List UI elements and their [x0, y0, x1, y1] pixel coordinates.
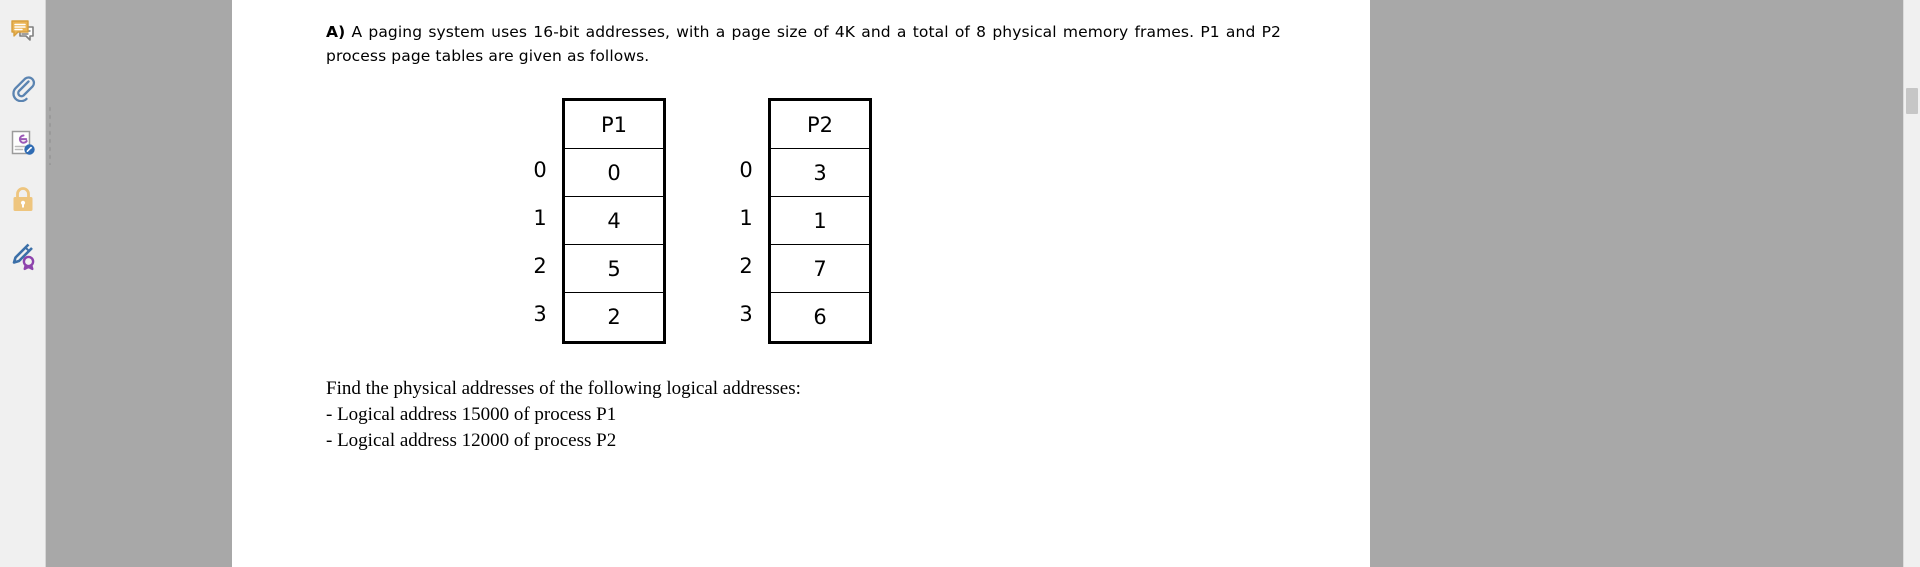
lock-icon[interactable] — [3, 180, 43, 220]
panel-resize-handle[interactable] — [46, 105, 54, 165]
page-tables: 0 1 2 3 P1 0 4 5 2 — [232, 98, 1370, 354]
page-index: 2 — [739, 254, 753, 278]
page-table-group-p1: 0 1 2 3 P1 0 4 5 2 — [518, 98, 666, 344]
page-index: 3 — [739, 302, 753, 326]
frame-cell: 1 — [771, 197, 869, 245]
question-label: A) — [326, 23, 346, 41]
vertical-scrollbar[interactable] — [1903, 0, 1920, 567]
document-page: A) A paging system uses 16-bit addresses… — [232, 0, 1370, 567]
page-index: 0 — [533, 158, 547, 182]
answer-prompt-block: Find the physical addresses of the follo… — [326, 376, 801, 454]
question-paragraph: A) A paging system uses 16-bit addresses… — [326, 20, 1281, 68]
attachment-icon[interactable] — [3, 68, 43, 108]
page-table-p2: P2 3 1 7 6 — [768, 98, 872, 344]
page-table-header: P2 — [771, 101, 869, 149]
stamp-document-icon[interactable] — [3, 124, 43, 164]
left-tool-rail — [0, 0, 46, 567]
page-index: 3 — [533, 302, 547, 326]
question-text: A paging system uses 16-bit addresses, w… — [326, 23, 1281, 65]
page-index: 2 — [533, 254, 547, 278]
comment-icon[interactable] — [3, 12, 43, 52]
frame-cell: 7 — [771, 245, 869, 293]
page-index: 0 — [739, 158, 753, 182]
page-index: 1 — [533, 206, 547, 230]
frame-cell: 2 — [607, 305, 621, 329]
page-table-header: P1 — [565, 101, 663, 149]
scrollbar-thumb[interactable] — [1906, 88, 1918, 114]
bullet-line: - Logical address 15000 of process P1 — [326, 404, 617, 425]
bullet-line: - Logical address 12000 of process P2 — [326, 430, 617, 451]
document-viewer: A) A paging system uses 16-bit addresses… — [46, 0, 1920, 567]
sign-certificate-icon[interactable] — [3, 236, 43, 276]
frame-cell: 5 — [565, 245, 663, 293]
frame-cell: 0 — [565, 149, 663, 197]
page-index: 1 — [739, 206, 753, 230]
frame-cell: 6 — [813, 305, 827, 329]
page-index-column-p1: 0 1 2 3 — [518, 98, 562, 338]
frame-cell: 3 — [771, 149, 869, 197]
page-table-p1: P1 0 4 5 2 — [562, 98, 666, 344]
page-index-column-p2: 0 1 2 3 — [724, 98, 768, 338]
frame-cell: 4 — [565, 197, 663, 245]
prompt-line: Find the physical addresses of the follo… — [326, 378, 801, 399]
page-table-group-p2: 0 1 2 3 P2 3 1 7 6 — [724, 98, 872, 344]
